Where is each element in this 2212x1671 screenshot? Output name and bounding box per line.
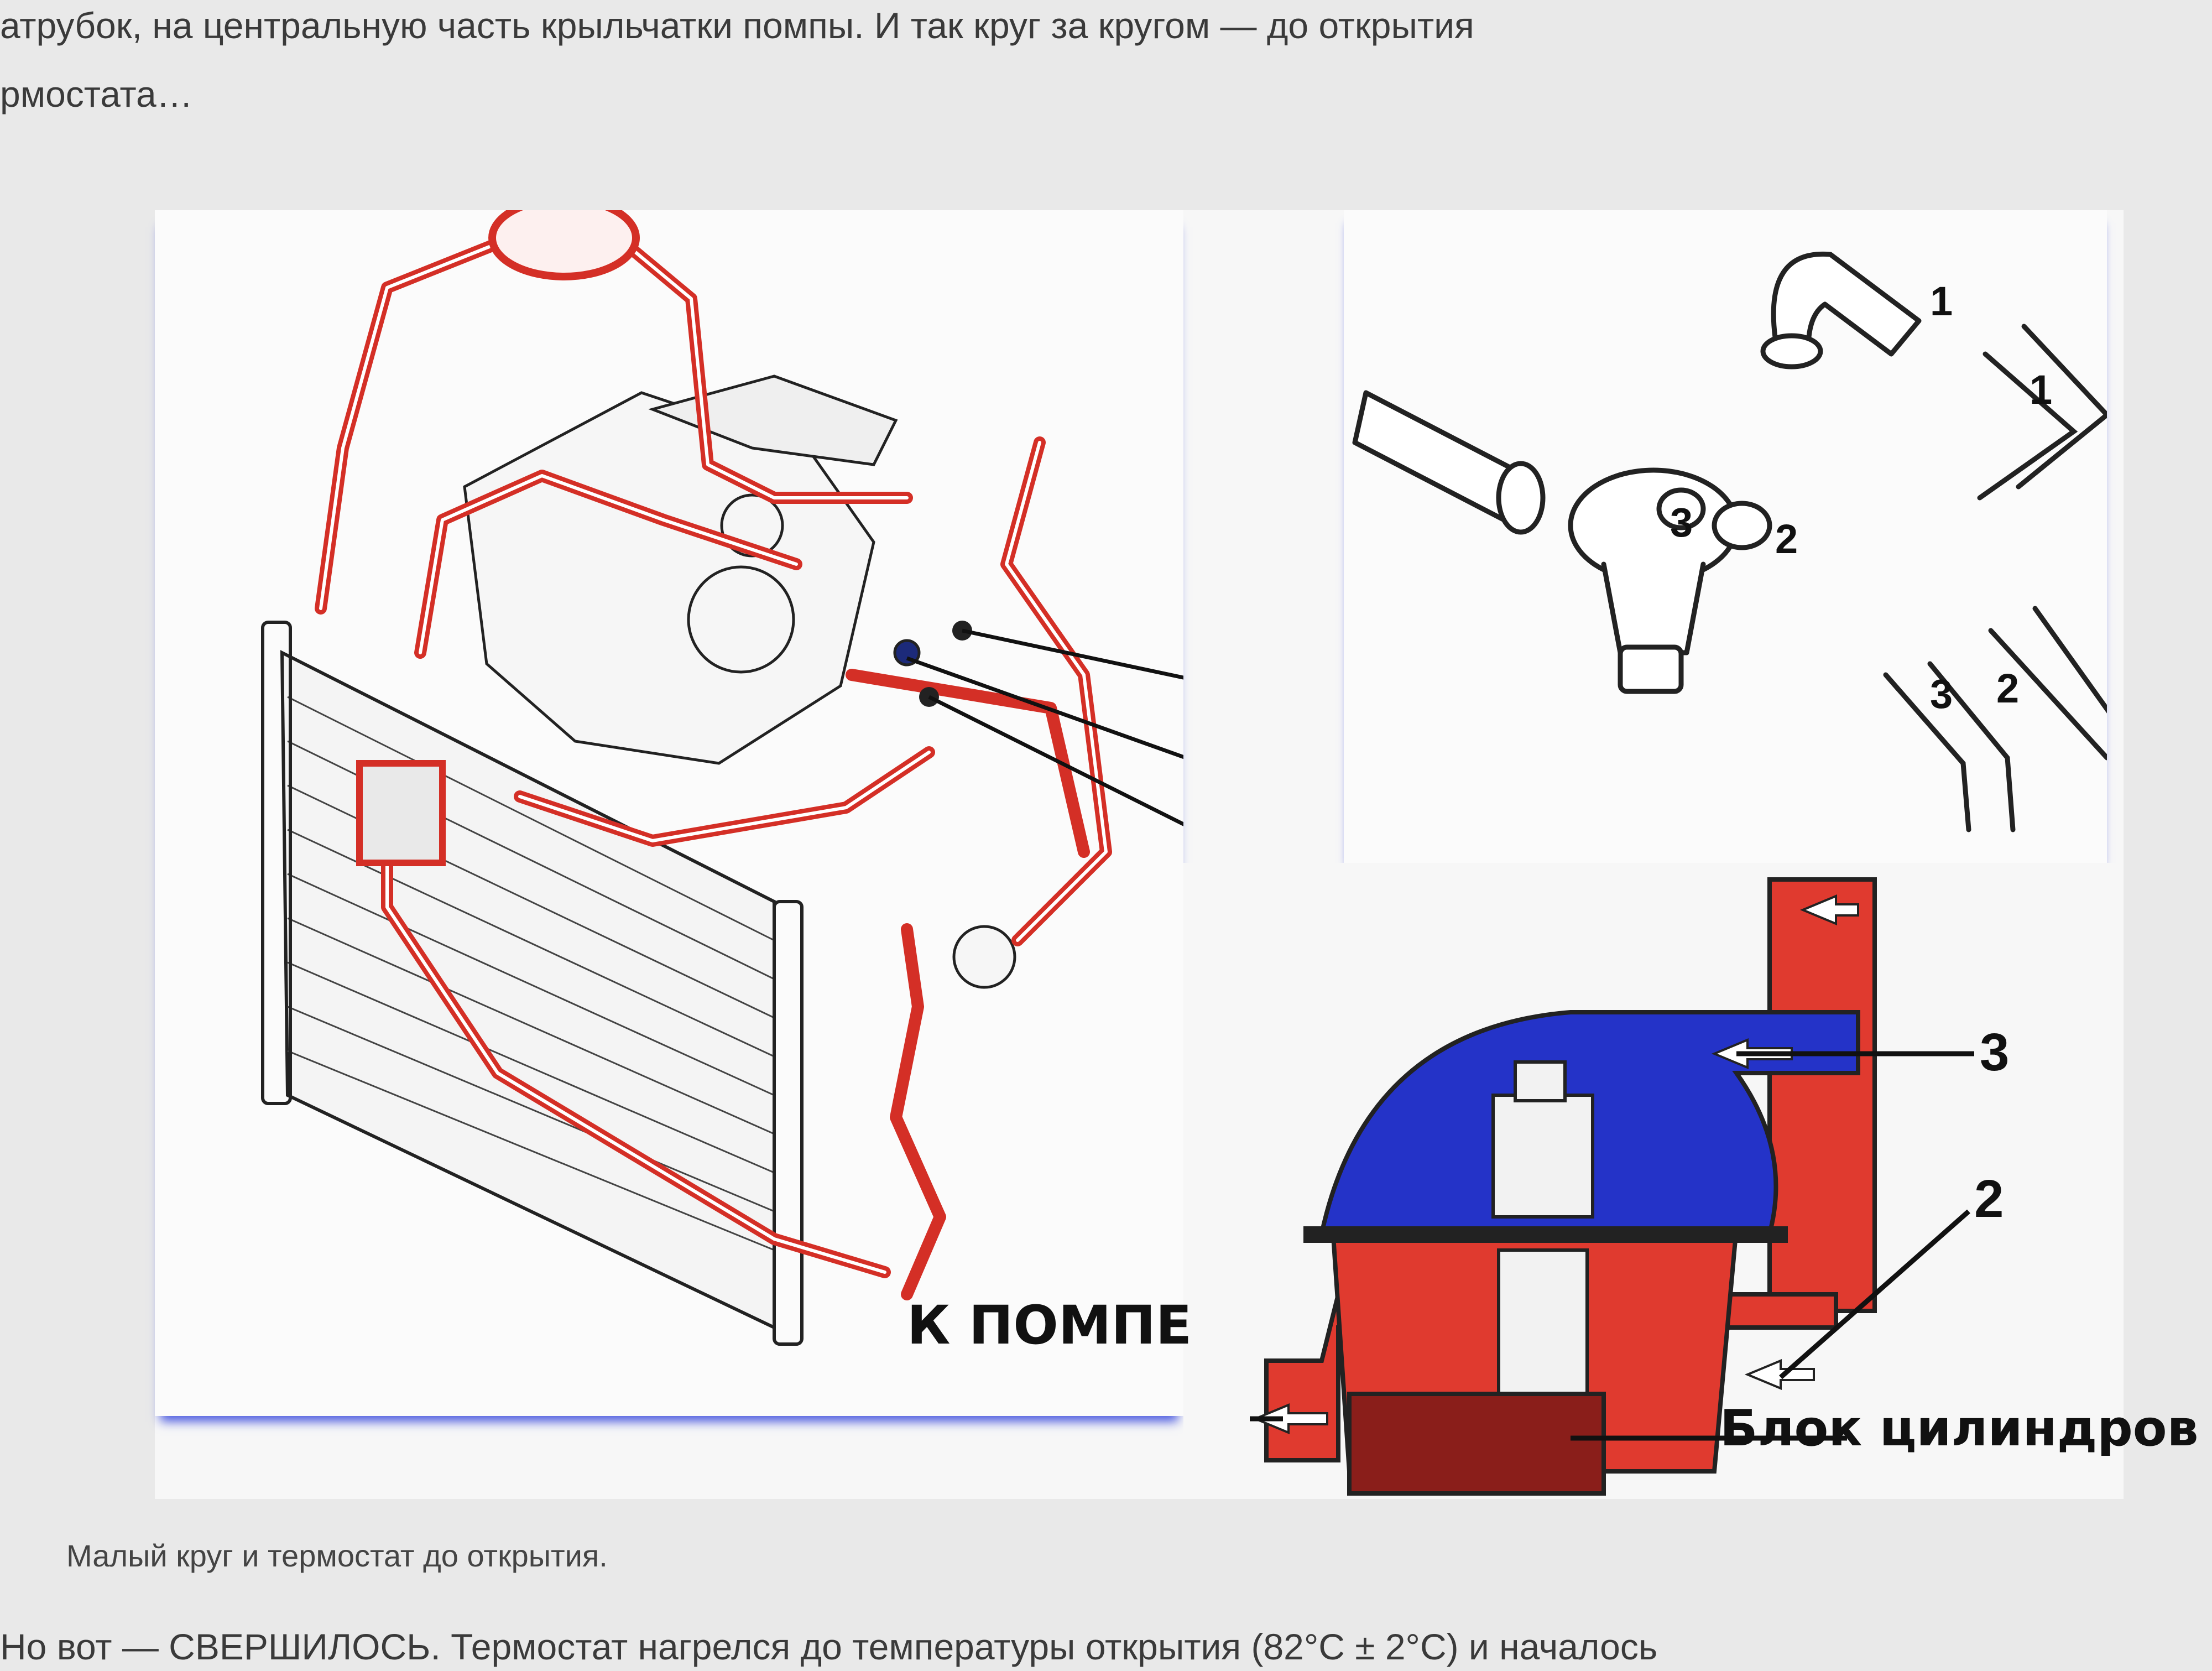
parts-callout-hose-2: 2: [1996, 665, 2019, 711]
parts-exploded-view: 1 1 3 2 3 2: [1344, 210, 2107, 863]
engine-cooling-schematic: 1 2 3: [155, 210, 1183, 1416]
article-paragraph-top-continued: рмостата…: [0, 74, 193, 114]
loose-hoses: [1883, 324, 2107, 832]
cooling-system-figure: 1 2 3: [155, 210, 2199, 1499]
article-paragraph-bottom: Но вот — СВЕРШИЛОСЬ. Термостат нагрелся …: [0, 1626, 1658, 1667]
expansion-tank: [488, 210, 640, 280]
to-pump-label: К ПОМПЕ: [907, 1294, 1192, 1356]
cutaway-callout-2: 2: [1974, 1169, 2004, 1228]
hose-highlights: [319, 242, 1108, 1274]
figure-caption: Малый круг и термостат до открытия.: [66, 1538, 608, 1573]
parts-callout-thermostat-2: 2: [1775, 516, 1798, 562]
inlet-pipe: [1352, 390, 1518, 523]
engine-schematic-drawing: 1 2 3: [261, 210, 1183, 1346]
thermostat-cutaway: 3 2: [1183, 863, 2124, 1499]
radiator-fan-box: [356, 760, 446, 866]
cylinder-block: [1347, 1392, 1606, 1496]
cutaway-callout-lines: [1250, 1051, 1974, 1441]
article-paragraph-top: атрубок, на центральную часть крыльчатки…: [0, 5, 1474, 46]
cutaway-callout-3: 3: [1980, 1023, 2009, 1082]
parts-callout-hose-1: 1: [2030, 367, 2052, 413]
parts-callout-pipe-1: 1: [1930, 278, 1953, 324]
parts-callout-thermostat-3: 3: [1670, 499, 1693, 545]
engine-callout-lines: [906, 628, 1183, 826]
cylinder-block-label: Блок цилиндров: [1720, 1399, 2199, 1457]
elbow-pipe-1: [1771, 251, 1922, 357]
parts-drawing: 1 1 3 2 3 2: [1352, 251, 2107, 832]
thermostat-element: [1303, 1060, 1788, 1456]
parts-callout-hose-3: 3: [1930, 671, 1953, 717]
thermostat-cutaway-drawing: 3 2: [1250, 877, 2009, 1496]
